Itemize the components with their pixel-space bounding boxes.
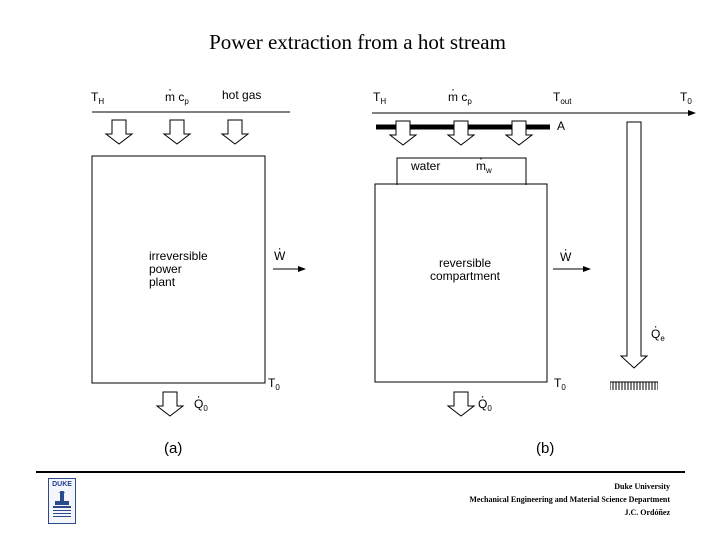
slide-title: Power extraction from a hot stream: [209, 30, 506, 54]
heat-inflow-arrow-a-3: [220, 119, 250, 145]
area-label: A: [557, 119, 566, 133]
work-label-a: W: [274, 242, 286, 263]
t0-label-a: T0: [268, 376, 280, 393]
water-flow-label: mw: [476, 152, 492, 177]
footer-author: J.C. Ordóñez: [624, 508, 670, 517]
diagram-b: [372, 110, 696, 417]
footer-university: Duke University: [614, 482, 670, 491]
qe-label: Qe: [651, 320, 665, 345]
th-label-a: TH: [91, 90, 105, 107]
q0-label-b: Q0: [478, 390, 492, 415]
heat-inflow-arrow-a-2: [162, 119, 192, 145]
q0-label-a: Q0: [194, 390, 208, 415]
work-label-b: W: [560, 243, 572, 264]
footer-department: Mechanical Engineering and Material Scie…: [469, 495, 670, 504]
mass-flow-label-b: m cp: [448, 83, 472, 108]
water-label: water: [411, 159, 441, 173]
tout-label: Tout: [553, 90, 572, 107]
heat-inflow-arrow-b-1: [388, 120, 418, 146]
t0-right-label: T0: [680, 90, 692, 107]
reversible-compartment-label: reversible compartment: [429, 256, 501, 283]
exhaust-heat-arrow: [619, 121, 649, 369]
heat-inflow-arrow-b-2: [446, 120, 476, 146]
heat-rejection-arrow-b: [446, 391, 476, 417]
heat-inflow-arrow-a-1: [104, 119, 134, 145]
duke-logo: DUKE: [48, 478, 76, 524]
caption-a: (a): [164, 440, 183, 457]
caption-b: (b): [536, 440, 555, 457]
irreversible-plant-box: [91, 155, 266, 384]
heat-rejection-arrow-a: [155, 391, 185, 417]
irreversible-plant-label: irreversible power plant: [149, 249, 208, 289]
reversible-compartment-box: [374, 183, 548, 383]
water-loop: [396, 157, 527, 185]
t0-label-b: T0: [554, 376, 566, 393]
th-label-b: TH: [373, 90, 387, 107]
ambient-ground-hatch: [610, 382, 658, 390]
mass-flow-label-a: m cp: [165, 83, 189, 108]
duke-chapel-icon: [53, 491, 71, 517]
footer-text: Duke University Mechanical Engineering a…: [469, 480, 670, 519]
hot-gas-label: hot gas: [222, 88, 262, 102]
heat-inflow-arrow-b-3: [504, 120, 534, 146]
diagram-a: [91, 111, 306, 417]
